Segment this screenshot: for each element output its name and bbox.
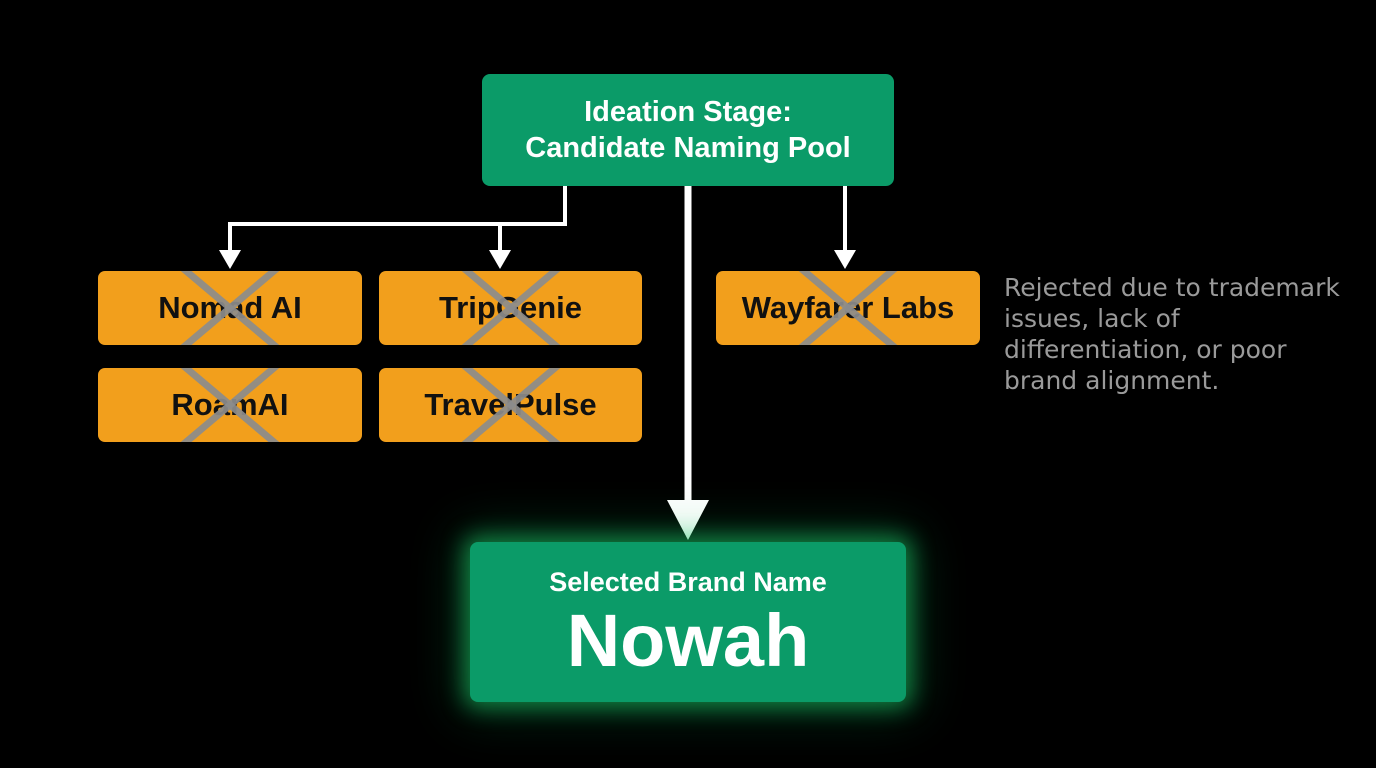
connector-root-to-left-branch <box>228 186 567 252</box>
ideation-stage-node: Ideation Stage: Candidate Naming Pool <box>482 74 894 186</box>
candidate-label: Nomad AI <box>158 290 302 325</box>
candidate-label: Wayfarer Labs <box>741 290 955 325</box>
selected-brand-node: Selected Brand Name Nowah <box>470 542 906 702</box>
candidate-node-wayfarer-labs: Wayfarer Labs <box>716 271 980 345</box>
candidate-label: TravelPulse <box>424 387 597 422</box>
candidate-node-nomad-ai: Nomad AI <box>98 271 362 345</box>
candidate-node-travelpulse: TravelPulse <box>379 368 642 442</box>
arrowhead-icon <box>219 250 241 269</box>
arrowhead-icon <box>667 500 709 540</box>
root-title-line-1: Ideation Stage: <box>584 96 792 128</box>
root-title-line-2: Candidate Naming Pool <box>525 132 851 164</box>
candidate-node-roamai: RoamAI <box>98 368 362 442</box>
candidate-node-tripgenie: TripGenie <box>379 271 642 345</box>
candidate-label: TripGenie <box>439 290 582 325</box>
selected-caption: Selected Brand Name <box>549 567 827 597</box>
candidate-label: RoamAI <box>171 387 289 422</box>
rejection-note: Rejected due to trademark issues, lack o… <box>1004 273 1340 395</box>
selected-brand-name: Nowah <box>566 599 810 682</box>
arrowhead-icon <box>489 250 511 269</box>
arrowhead-icon <box>834 250 856 269</box>
